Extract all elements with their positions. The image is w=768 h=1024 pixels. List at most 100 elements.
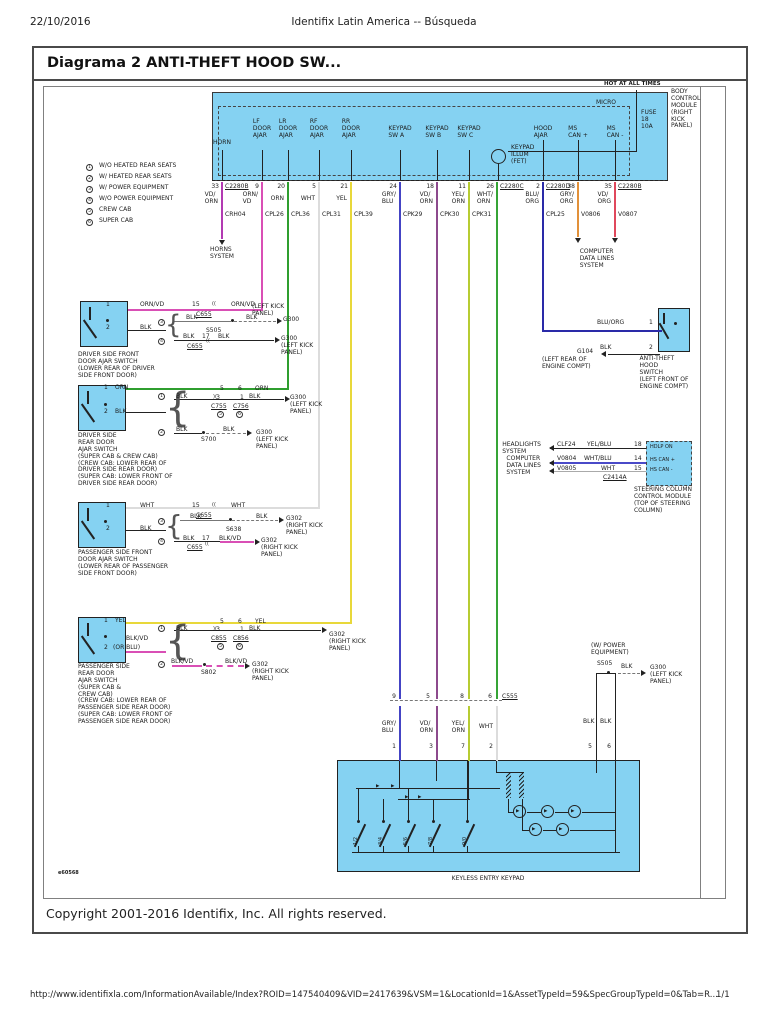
wire xyxy=(570,830,615,831)
diagram-label: BLK xyxy=(140,324,152,331)
page-number: 1/1 xyxy=(716,990,730,1000)
diagram-label: 1 xyxy=(104,617,108,624)
diagram-label: 9/0 xyxy=(462,836,468,845)
driver-front-door-switch-label: DRIVER SIDE FRONT DOOR AJAR SWITCH (LOWE… xyxy=(78,351,155,379)
diagram-label: WHT/BLU xyxy=(584,455,612,462)
wire xyxy=(467,846,468,853)
legend-item-label: W/O POWER EQUIPMENT xyxy=(99,195,174,202)
wire xyxy=(596,673,616,674)
wire xyxy=(126,651,166,653)
keypad-label: KEYLESS ENTRY KEYPAD xyxy=(451,875,525,882)
wire xyxy=(319,150,320,181)
wire xyxy=(543,830,556,831)
diagram-label: C2280B xyxy=(225,183,249,190)
diagram-label: 20 xyxy=(277,183,285,190)
diagram-label: 3 xyxy=(216,394,220,401)
diagram-label: CPL36 xyxy=(291,211,310,218)
wire xyxy=(497,772,524,773)
hood-ajar-wire xyxy=(542,182,544,330)
diagram-label: 5 xyxy=(220,618,224,625)
diagram-label: BLK xyxy=(600,718,612,725)
diagram-frame xyxy=(43,86,726,899)
diagram-label: G302 (RIGHT KICK PANEL) xyxy=(286,515,323,536)
hot-at-all-times: HOT AT ALL TIMES xyxy=(604,81,661,87)
diagram-label: HORN xyxy=(213,139,231,146)
wire xyxy=(582,812,615,813)
lf-door-wire xyxy=(261,182,263,311)
diagram-label: G300 (LEFT KICK PANEL) xyxy=(650,664,683,685)
diagram-label: ▶ xyxy=(405,795,409,800)
wire xyxy=(126,530,166,531)
wire xyxy=(126,622,352,624)
diagram-label: BLU/ORG xyxy=(597,319,625,326)
diagram-label: BLK/VD xyxy=(219,535,242,542)
diagram-id: e60568 xyxy=(58,870,79,876)
diagram-label: { xyxy=(165,385,191,431)
wire xyxy=(202,431,205,434)
micro-label: MICRO xyxy=(596,99,617,106)
option-icon-2: 2 xyxy=(158,661,165,668)
legend-icon-6: 6 xyxy=(86,219,93,226)
passenger-rear-door-switch-label: PASSENGER SIDE REAR DOOR AJAR SWITCH (SU… xyxy=(78,663,173,726)
diagram-label: LR DOOR AJAR xyxy=(278,118,298,139)
wire xyxy=(87,391,89,404)
wire xyxy=(400,150,401,181)
diagram-label: BLU/ ORG xyxy=(525,191,539,205)
keypad-box xyxy=(337,760,640,872)
wire xyxy=(383,799,384,821)
diagram-label: 17 xyxy=(202,535,210,542)
diagram-label: CPL25 xyxy=(546,211,565,218)
arrow-r xyxy=(279,517,284,523)
wire xyxy=(399,706,401,761)
diagram-label: (( xyxy=(212,502,216,508)
diagram-label: G300 xyxy=(283,316,300,323)
wire xyxy=(674,322,677,325)
wire xyxy=(89,307,91,320)
driver-rear-door-switch-label: DRIVER SIDE REAR DOOR AJAR SWITCH (SUPER… xyxy=(78,432,173,488)
diagram-label: MS CAN + xyxy=(568,125,588,139)
wire xyxy=(433,846,434,853)
diagram-label: 1 xyxy=(392,743,396,750)
diagram-label: ▶ xyxy=(391,784,395,789)
print-date: 22/10/2016 xyxy=(30,16,91,28)
resistor xyxy=(519,772,524,798)
wire xyxy=(543,140,544,181)
option-icon-4: 4 xyxy=(158,538,165,545)
arrow-d xyxy=(612,238,618,243)
diagram-label: 38 xyxy=(567,183,575,190)
diagram-label: BLK xyxy=(140,525,152,532)
diagram-label: BLK xyxy=(183,333,195,340)
diagram-label: 7 xyxy=(461,743,465,750)
wire xyxy=(407,820,410,823)
diagram-label: ▶ xyxy=(571,809,575,814)
wire xyxy=(615,761,616,852)
diagram-label: 3 xyxy=(216,626,220,633)
arrow-r xyxy=(322,627,327,633)
wire xyxy=(87,623,89,636)
diagram-label: 1 xyxy=(240,394,244,401)
diagram-label: C655 xyxy=(196,512,212,519)
diagram-label: C2414A xyxy=(603,474,627,481)
diagram-label: KEYPAD ILLUM (FET) xyxy=(511,144,535,165)
wire xyxy=(174,630,321,631)
led xyxy=(568,805,581,818)
arrow-r xyxy=(255,539,260,545)
arrow-l xyxy=(549,445,554,451)
wire xyxy=(607,671,610,674)
diagram-label: )( xyxy=(213,626,217,632)
diagram-label: 17 xyxy=(202,333,210,340)
diagram-label: C756 xyxy=(233,403,249,410)
wire xyxy=(636,90,637,152)
wire xyxy=(229,518,232,521)
wire xyxy=(231,319,234,322)
wire xyxy=(596,761,597,773)
wire xyxy=(351,150,352,181)
headlights-system: HEADLIGHTS SYSTEM xyxy=(502,441,541,455)
diagram-label: V0807 xyxy=(618,211,638,218)
diagram-label: { xyxy=(165,310,182,340)
wire xyxy=(356,788,500,789)
horn-wire xyxy=(221,182,223,239)
diagram-label: GRY/ ORG xyxy=(559,191,574,205)
diagram-label: V0806 xyxy=(581,211,601,218)
diagram-label: 14 xyxy=(634,455,642,462)
